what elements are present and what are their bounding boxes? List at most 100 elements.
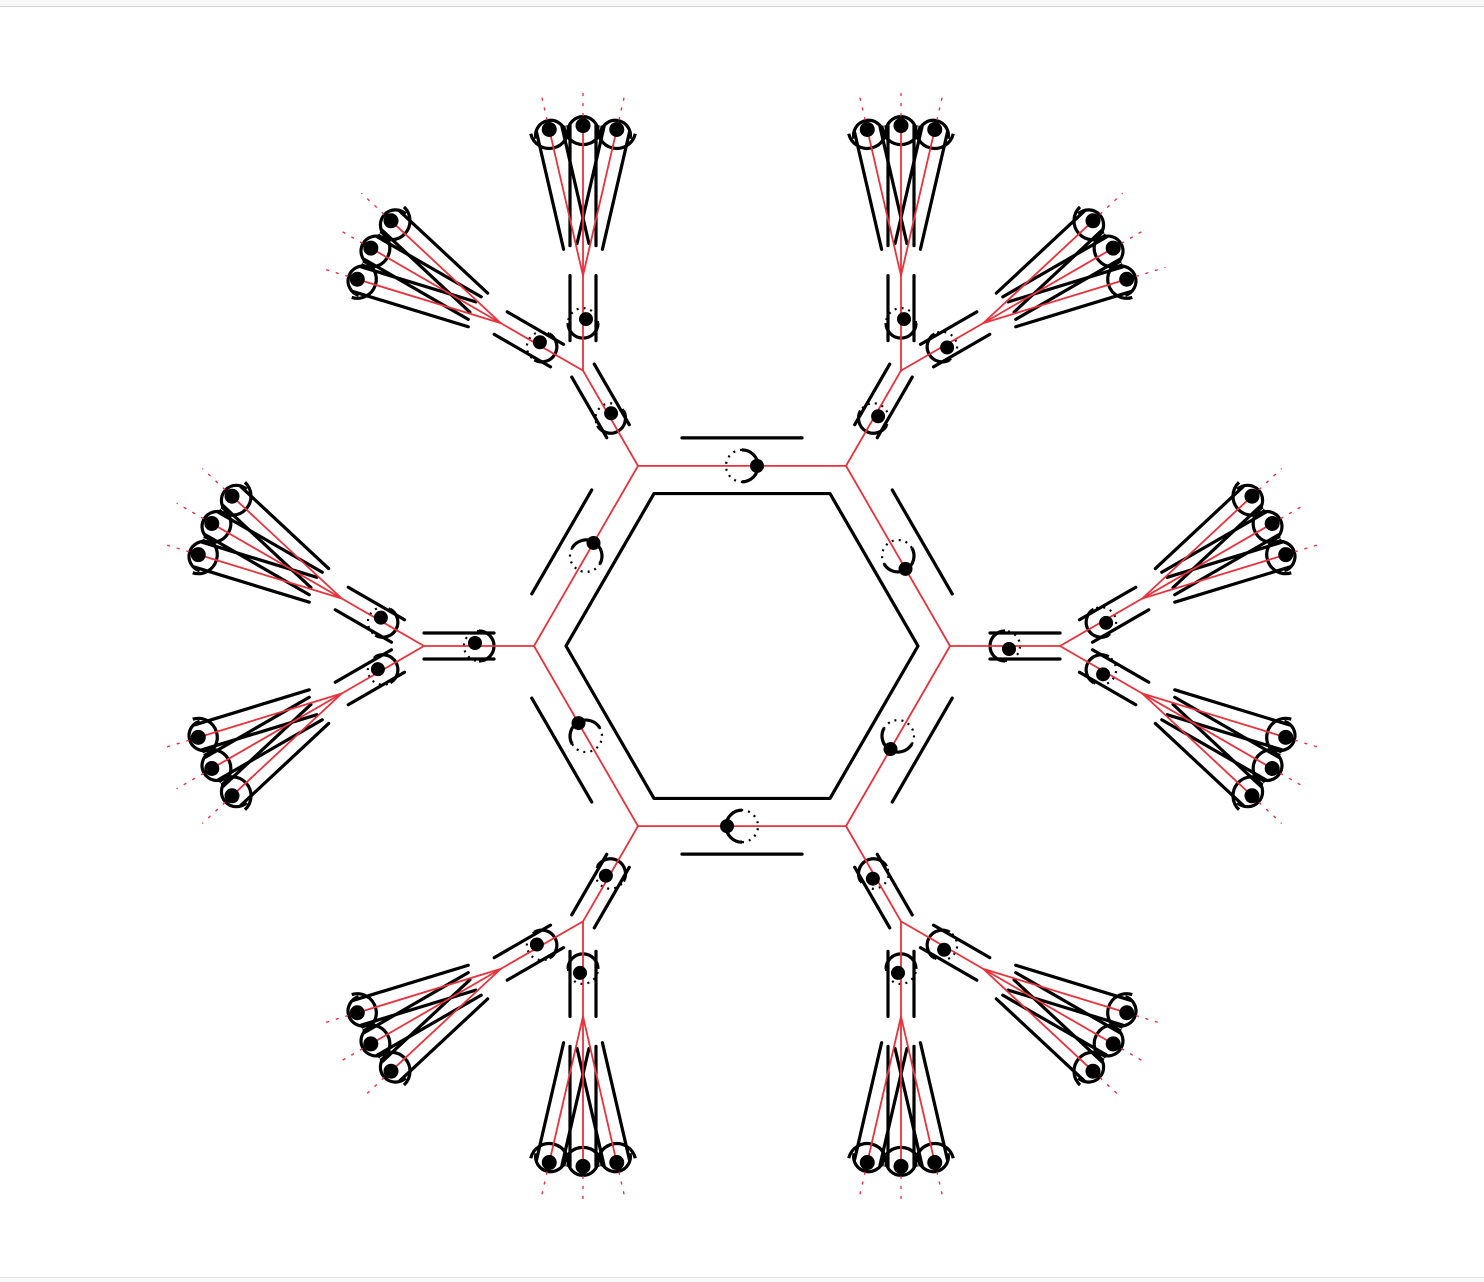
window-bottom-border	[0, 1277, 1484, 1282]
dual-leaf-extension	[176, 502, 213, 525]
dual-leaf-edge	[900, 1015, 936, 1164]
tip-vertex-dot	[575, 118, 591, 134]
leaf-cuff-inner	[378, 1054, 407, 1084]
vertex-dot	[891, 965, 905, 980]
dual-leaf-extension	[176, 767, 213, 790]
leaf-tube-side-right	[1012, 978, 1104, 1064]
leaf-tube-side-right	[375, 993, 483, 1057]
tip-vertex-dot	[859, 1155, 875, 1171]
leaf-tube-side-right	[600, 1041, 632, 1162]
leaf-tube-side-left	[575, 1046, 606, 1168]
vertex-dot	[598, 868, 613, 883]
tip-vertex-dot	[1085, 213, 1101, 229]
leaf-tube-side-right	[1014, 971, 1122, 1035]
dual-leaf-extension	[202, 468, 233, 497]
dual-leaf-extension	[934, 1161, 945, 1203]
vertex-dot	[750, 458, 764, 473]
dual-leaf-extension	[361, 1070, 392, 1100]
leaf-tube-side-right	[192, 565, 311, 604]
tip-vertex-dot	[1264, 516, 1280, 531]
leaf-tube-side-right	[216, 718, 324, 782]
leaf-tube-side-left	[380, 978, 472, 1064]
leaf-tube-side-right	[200, 713, 319, 752]
dual-leaf-edge	[982, 967, 1094, 1073]
leaf-tube-side-left	[560, 124, 591, 246]
tip-vertex-dot	[190, 547, 206, 563]
tip-vertex-dot	[927, 1155, 943, 1171]
tip-vertex-dot	[224, 788, 240, 804]
dual-ring-edge	[845, 464, 951, 647]
tip-vertex-dot	[893, 118, 909, 134]
outer-boundary-segment	[530, 488, 594, 596]
leaf-tube-side-left	[852, 1041, 884, 1162]
leaf-tube-side-right	[351, 290, 470, 329]
tip-vertex-dot	[204, 761, 220, 776]
vertex-dot	[940, 340, 955, 355]
leaf-tube-side-left	[200, 540, 319, 579]
tip-vertex-dot	[349, 271, 365, 287]
arm-trunk-side-right	[570, 375, 609, 440]
dual-leaf-extension	[1126, 266, 1166, 280]
leaf-tube-side-left	[398, 209, 490, 295]
leaf-cuff-inner	[1116, 995, 1138, 1028]
vertex-dot	[897, 312, 911, 327]
vertex-dot	[586, 535, 601, 550]
dual-leaf-edge	[982, 219, 1094, 325]
dual-leaf-edge	[231, 692, 343, 797]
vertex-dot	[720, 819, 734, 834]
dual-leaf-extension	[857, 1161, 868, 1203]
tip-vertex-dot	[363, 240, 379, 256]
dual-ring-edge	[845, 645, 951, 828]
dual-leaf-extension	[857, 89, 868, 131]
arm-trunk-side-right	[592, 865, 631, 930]
vertex-dot	[865, 871, 880, 886]
leaf-tube-side-left	[1173, 533, 1281, 597]
leaf-tube-side-right	[1153, 485, 1245, 571]
tip-vertex-dot	[224, 488, 240, 504]
meridian-back-arc	[571, 727, 604, 754]
tip-vertex-dot	[609, 1155, 625, 1171]
vertex-dot	[1099, 615, 1114, 630]
arm-trunk-side-left	[853, 865, 892, 930]
leaf-tube-side-right	[1173, 688, 1292, 727]
leaf-tube-side-right	[1006, 265, 1125, 304]
dual-leaf-extension	[1285, 542, 1325, 556]
leaf-tube-side-left	[221, 702, 313, 788]
leaf-tube-side-left	[192, 688, 311, 727]
leaf-tube-side-right	[203, 533, 311, 597]
dual-leaf-edge	[982, 967, 1128, 1014]
tip-vertex-dot	[1119, 271, 1135, 287]
meridian-back-arc	[741, 809, 760, 844]
dual-leaf-edge	[900, 128, 936, 277]
vertex-dot	[468, 636, 482, 650]
dual-leaf-edge	[197, 553, 343, 600]
leaf-cuff-inner	[187, 539, 209, 573]
outer-boundary-segment	[890, 488, 954, 596]
leaf-cuff-inner	[1275, 719, 1297, 753]
tip-vertex-dot	[1244, 788, 1260, 804]
vertex-dot	[373, 610, 388, 625]
leaf-cuff-inner	[1077, 208, 1106, 238]
dual-leaf-extension	[539, 1161, 550, 1203]
leaf-cuff-inner	[1236, 483, 1265, 513]
tip-vertex-dot	[927, 121, 943, 137]
vertex-dot	[883, 742, 898, 757]
leaf-tube-side-left	[994, 997, 1086, 1083]
leaf-tube-side-left	[359, 265, 478, 304]
vertex-dot	[573, 965, 587, 980]
leaf-tube-side-left	[375, 235, 483, 299]
leaf-cuff-inner	[534, 118, 567, 140]
dual-leaf-extension	[616, 89, 627, 131]
leaf-cuff-inner	[219, 779, 248, 809]
dual-leaf-extension	[318, 266, 358, 280]
vertex-dot	[579, 312, 593, 327]
leaf-tube-side-right	[1014, 963, 1133, 1002]
tip-vertex-dot	[893, 1158, 909, 1174]
leaf-tube-side-right	[575, 124, 606, 246]
leaf-tube-side-left	[1171, 504, 1263, 590]
leaf-tube-side-right	[398, 997, 490, 1083]
dual-leaf-extension	[202, 795, 233, 824]
dual-leaf-edge	[1141, 692, 1274, 770]
arm-trunk-side-left	[570, 852, 609, 917]
dual-tree-graph	[159, 84, 1325, 1208]
